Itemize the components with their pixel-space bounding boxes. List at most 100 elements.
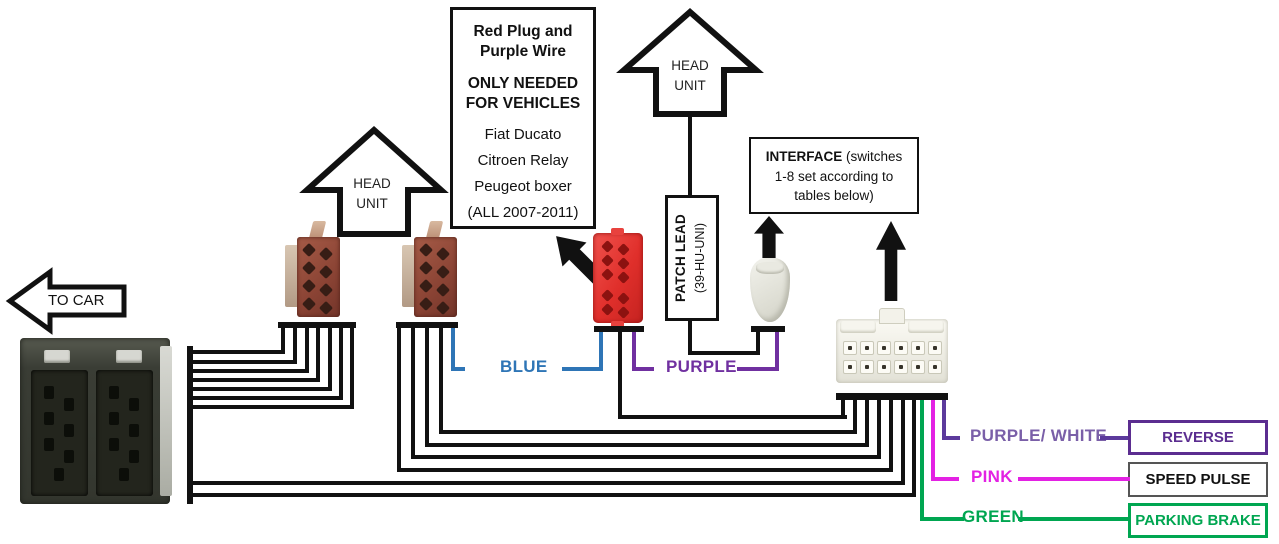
wire-segment bbox=[293, 328, 297, 364]
wire-segment bbox=[316, 328, 320, 382]
connector-pin bbox=[318, 282, 334, 298]
connector-pin bbox=[301, 242, 317, 258]
note-subtitle: ONLY NEEDED FOR VEHICLES bbox=[465, 75, 581, 113]
wire-segment bbox=[877, 400, 881, 459]
wire-segment bbox=[451, 367, 465, 371]
pin-block-left bbox=[31, 370, 88, 496]
connector-pin bbox=[894, 360, 908, 374]
connector-pin bbox=[54, 468, 64, 481]
interface-pointer-arrow-right bbox=[876, 221, 906, 301]
small-white-connector bbox=[750, 258, 790, 322]
connector-pin bbox=[301, 278, 317, 294]
wire-segment bbox=[451, 328, 455, 371]
wire-segment bbox=[397, 468, 893, 472]
wire-segment bbox=[931, 400, 935, 481]
head-unit-arrow-right bbox=[616, 8, 764, 117]
wire-segment bbox=[775, 332, 779, 371]
mini-iso-connector-red bbox=[593, 228, 643, 328]
interface-box-bold: INTERFACE bbox=[765, 149, 843, 164]
connector-pin bbox=[129, 450, 139, 463]
wire-segment bbox=[411, 328, 415, 459]
wire-segment bbox=[281, 328, 285, 354]
wire-segment bbox=[191, 481, 905, 485]
connector-pin bbox=[860, 360, 874, 374]
wire-segment bbox=[1018, 517, 1128, 521]
connector-pin bbox=[44, 438, 54, 451]
blue-wire-label: BLUE bbox=[500, 357, 548, 376]
wire-segment bbox=[594, 326, 644, 332]
connector-pin bbox=[64, 424, 74, 437]
connector-pin bbox=[601, 268, 614, 281]
connector-pin bbox=[418, 296, 434, 312]
wire-segment bbox=[688, 351, 760, 355]
connector-pin bbox=[911, 341, 925, 355]
wire-segment bbox=[411, 455, 881, 459]
reverse-box: REVERSE bbox=[1128, 420, 1268, 455]
to-car-label: TO CAR bbox=[48, 292, 105, 309]
connector-pin bbox=[617, 243, 630, 256]
wire-segment bbox=[756, 332, 760, 355]
wire-segment bbox=[688, 117, 692, 197]
wire-segment bbox=[339, 328, 343, 400]
connector-pin bbox=[435, 264, 451, 280]
patch-lead-part-number: (39-HU-UNI) bbox=[693, 222, 707, 294]
interface-box-rest: (switches 1-8 set according to tables be… bbox=[774, 149, 903, 204]
wire-segment bbox=[562, 367, 603, 371]
wire-segment bbox=[328, 328, 332, 391]
connector-pin bbox=[601, 240, 614, 253]
note-box: Red Plug and Purple Wire ONLY NEEDED FOR… bbox=[450, 7, 596, 229]
head-unit-arrow-left bbox=[299, 125, 449, 237]
to-car-arrow bbox=[5, 267, 127, 335]
wire-segment bbox=[920, 400, 924, 521]
iso-connector-brown-1 bbox=[285, 221, 340, 317]
patch-lead-box: PATCH LEAD (39-HU-UNI) bbox=[665, 195, 719, 321]
wire-segment bbox=[853, 400, 857, 434]
wire-segment bbox=[350, 328, 354, 409]
connector-pin bbox=[301, 260, 317, 276]
connector-pin bbox=[44, 412, 54, 425]
wire-segment bbox=[737, 367, 779, 371]
note-title: Red Plug and Purple Wire bbox=[473, 23, 573, 61]
interface-pointer-arrow-left bbox=[754, 216, 784, 258]
head-unit-label-left: HEAD UNIT bbox=[353, 176, 391, 212]
note-vehicle: Peugeot boxer bbox=[474, 177, 572, 195]
connector-pin bbox=[843, 341, 857, 355]
wire-segment bbox=[439, 328, 443, 434]
wire-segment bbox=[912, 400, 916, 497]
connector-pin bbox=[877, 341, 891, 355]
wire-segment bbox=[942, 400, 946, 440]
purple-wire-label: PURPLE bbox=[666, 357, 737, 376]
wire-segment bbox=[688, 318, 692, 355]
connector-pin bbox=[843, 360, 857, 374]
wire-segment bbox=[278, 322, 356, 328]
wire-segment bbox=[920, 517, 964, 521]
wire-segment bbox=[632, 367, 654, 371]
connector-pin bbox=[109, 386, 119, 399]
connector-pin bbox=[860, 341, 874, 355]
wire-segment bbox=[865, 400, 869, 447]
iso-connector-brown-2 bbox=[402, 221, 457, 317]
green-wire-label: GREEN bbox=[962, 507, 1024, 526]
connector-pin bbox=[64, 450, 74, 463]
wire-segment bbox=[1100, 436, 1128, 440]
connector-pin bbox=[129, 398, 139, 411]
wire-segment bbox=[191, 350, 285, 354]
wire-segment bbox=[397, 328, 401, 472]
connector-pin bbox=[44, 386, 54, 399]
connector-pin bbox=[911, 360, 925, 374]
pink-wire-label: PINK bbox=[971, 467, 1013, 486]
connector-pin bbox=[435, 246, 451, 262]
wire-segment bbox=[191, 378, 320, 382]
wire-segment bbox=[836, 393, 948, 400]
wire-segment bbox=[425, 443, 869, 447]
wire-segment bbox=[191, 405, 354, 409]
connector-pin bbox=[318, 300, 334, 316]
interface-box: INTERFACE (switches 1-8 set according to… bbox=[749, 137, 919, 214]
wire-segment bbox=[751, 326, 785, 332]
wire-segment bbox=[396, 322, 458, 328]
wire-segment bbox=[901, 400, 905, 485]
connector-pin bbox=[601, 289, 614, 302]
connector-pin bbox=[617, 292, 630, 305]
connector-pin bbox=[418, 260, 434, 276]
